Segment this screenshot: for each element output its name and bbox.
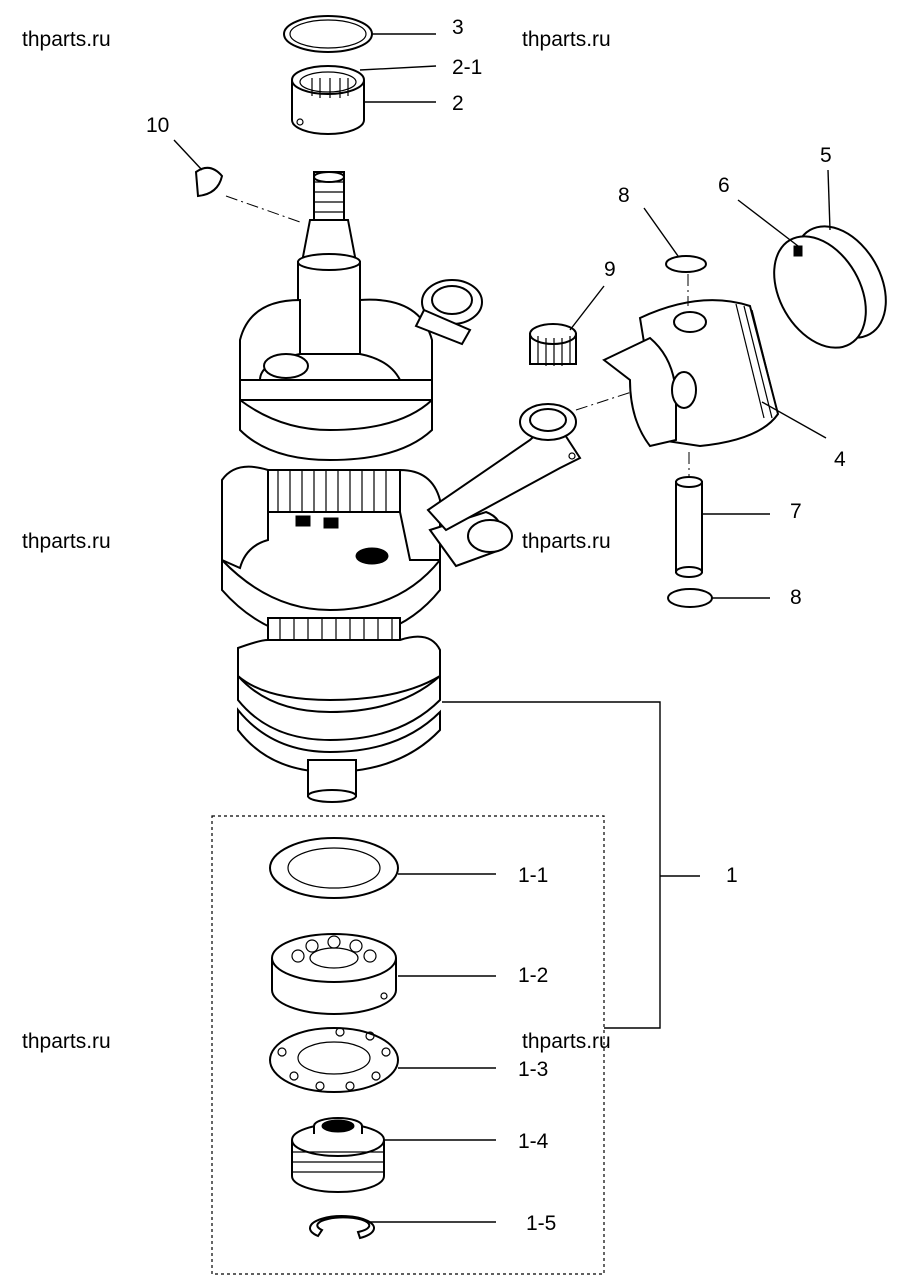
connecting-rod — [426, 403, 582, 532]
part-3-ring — [283, 15, 373, 53]
callout-1-5: 1-5 — [526, 1212, 556, 1235]
watermark: thparts.ru — [522, 530, 611, 553]
part-10-key — [194, 166, 224, 198]
part-1-4-seal-carrier — [291, 1117, 385, 1193]
callout-8-top: 8 — [618, 184, 630, 207]
watermark: thparts.ru — [22, 530, 111, 553]
watermark: thparts.ru — [22, 28, 111, 51]
part-1-crankshaft — [221, 171, 513, 803]
part-1-2-ball-bearing — [271, 933, 397, 1015]
callout-5: 5 — [820, 144, 832, 167]
part-1-3-plate — [269, 1027, 399, 1093]
watermark: thparts.ru — [522, 28, 611, 51]
part-1-1-washer — [269, 837, 399, 899]
callout-1-3: 1-3 — [518, 1058, 548, 1081]
callout-7: 7 — [790, 500, 802, 523]
callout-9: 9 — [604, 258, 616, 281]
callout-6: 6 — [718, 174, 730, 197]
callout-8-bottom: 8 — [790, 586, 802, 609]
callout-4: 4 — [834, 448, 846, 471]
callout-10: 10 — [146, 114, 169, 137]
callout-3: 3 — [452, 16, 464, 39]
callout-2-1: 2-1 — [452, 56, 482, 79]
part-8-circlip-bottom — [667, 588, 713, 608]
subassembly-box — [211, 815, 605, 1275]
callout-2: 2 — [452, 92, 464, 115]
part-7-piston-pin — [675, 476, 703, 578]
part-9-needle-bearing — [529, 323, 577, 366]
watermark: thparts.ru — [22, 1030, 111, 1053]
leader-lines — [173, 33, 831, 1223]
part-1-5-snap-ring — [309, 1215, 375, 1240]
part-4-piston — [602, 299, 780, 448]
callout-1: 1 — [726, 864, 738, 887]
callout-1-4: 1-4 — [518, 1130, 549, 1153]
part-2-bearing — [291, 65, 365, 135]
part-8-circlip-top — [665, 255, 707, 273]
callout-1-2: 1-2 — [518, 964, 548, 987]
watermark: thparts.ru — [522, 1030, 611, 1053]
callout-1-1: 1-1 — [518, 864, 548, 887]
